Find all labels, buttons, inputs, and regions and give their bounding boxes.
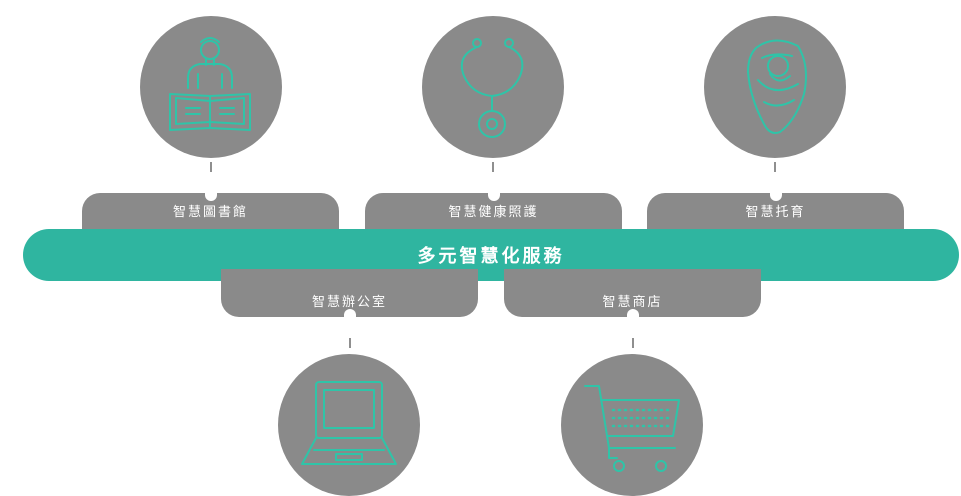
store-tab: 智慧商店 [504, 269, 761, 317]
store-label: 智慧商店 [602, 294, 663, 310]
childcare-label: 智慧托育 [745, 204, 806, 220]
office-circle [278, 354, 420, 496]
store-stem [632, 338, 634, 348]
tab-notch [204, 193, 217, 201]
tab-notch [626, 309, 639, 317]
health-stem [492, 162, 494, 172]
office-tab: 智慧辦公室 [221, 269, 478, 317]
swaddled-baby-icon [747, 39, 807, 134]
childcare-circle [704, 16, 846, 158]
tab-notch [343, 309, 356, 317]
laptop-icon [301, 381, 397, 465]
office-label: 智慧辦公室 [311, 294, 387, 310]
office-stem [349, 338, 351, 348]
reader-book-icon [169, 37, 251, 131]
health-circle [422, 16, 564, 158]
stethoscope-icon [460, 38, 524, 138]
health-label: 智慧健康照護 [448, 204, 539, 220]
library-circle [140, 16, 282, 158]
center-band: 多元智慧化服務 [23, 229, 959, 281]
library-stem [210, 162, 212, 172]
childcare-stem [774, 162, 776, 172]
tab-notch [487, 193, 500, 201]
center-label: 多元智慧化服務 [417, 246, 565, 267]
shopping-cart-icon [584, 385, 680, 472]
tab-notch [769, 193, 782, 201]
store-circle [561, 354, 703, 496]
library-label: 智慧圖書館 [172, 204, 248, 220]
